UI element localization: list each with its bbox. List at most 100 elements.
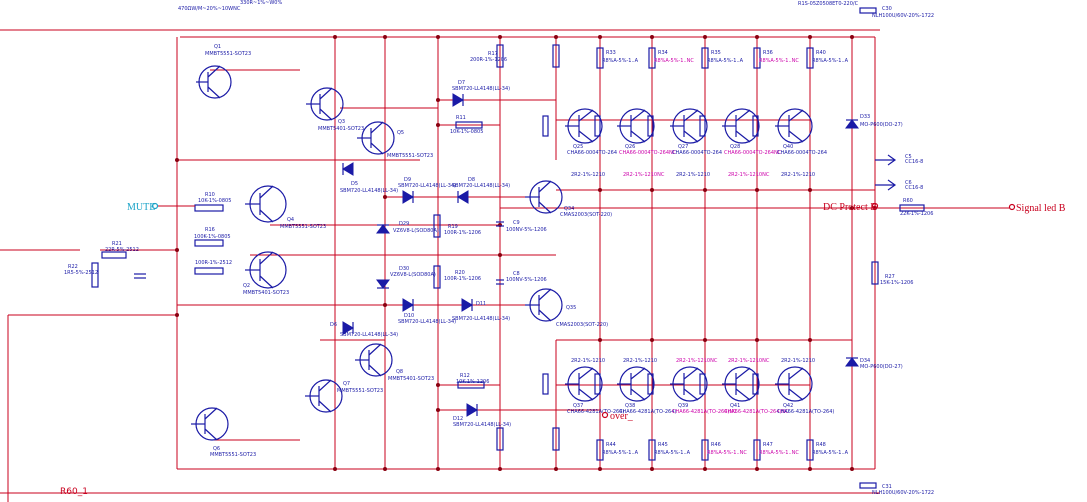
d7-ref: D7: [458, 80, 465, 86]
diode-d11: D11 SBM720-LL4148(LL-34): [452, 298, 510, 322]
d5-ref: D5: [351, 181, 358, 187]
d30-ref: D30: [399, 266, 409, 272]
output-resistor-val: R8%A-5%-1..A: [654, 450, 691, 456]
output-emitter-resistor: [753, 439, 761, 461]
output-transistor-collector: [788, 109, 804, 122]
d10-val: SBM720-LL4148(LL-34): [398, 319, 456, 325]
q7-ref: Q7: [343, 381, 350, 387]
output-resistor-val: R8%A-5%-1..A: [812, 450, 849, 456]
output-resistor-val: R8%A-5%-1..NC: [654, 58, 694, 64]
top-transistor-q28: Q28CHA66-0004TO-264NCR36R8%A-5%-1..NC2R2…: [699, 47, 799, 178]
diode-d33: D33 MO-P600(DO-27): [845, 114, 903, 129]
transistor-q34: Q34 CMAS2003(SOT-220): [525, 180, 612, 218]
diode-d10: D10 SBM720-LL4148(LL-34): [398, 298, 456, 325]
output-resistor-val: R8%A-5%-1..A: [812, 58, 849, 64]
r17-ref: R17: [488, 51, 498, 57]
top-mid-label: 330R~1%~W0%: [240, 0, 282, 6]
r17-val: 200R-1%-1206: [470, 57, 507, 63]
output-transistor-val: CHA66-4281A(TO-264): [619, 409, 676, 415]
bottom-transistor-q39: Q39CHA66-4281A(TO-264)NCR46R8%A-5%-1..NC…: [647, 358, 747, 461]
r16-val: 100K-1%-0805: [194, 234, 231, 240]
output-emitter-resistor: [648, 47, 656, 69]
r20-ref: R20: [455, 270, 465, 276]
output-gate-resistor: [542, 373, 549, 395]
diode-d9: D9 SBM720-LL4148(LL-34): [398, 177, 456, 204]
output-transistor-ref: Q41: [730, 403, 740, 409]
q7-val: MMBT5551-SOT23: [337, 388, 383, 394]
output-transistor-collector: [788, 367, 804, 380]
output-emitter-resistor: [701, 47, 709, 69]
output-transistor-emitter: [788, 388, 804, 401]
d29-ref: D29: [399, 221, 409, 227]
bottom-transistor-q41: Q41CHA66-4281A(TO-264)NCR47R8%A-5%-1..NC…: [699, 358, 799, 461]
output-transistor-emitter: [683, 130, 699, 143]
r12-ref: R12: [460, 373, 470, 379]
output-resistor-val: R8%A-5%-1..A: [602, 58, 639, 64]
output-transistor-collector: [630, 109, 646, 122]
c5-ref: C5: [905, 154, 912, 160]
output-transistor-emitter: [630, 130, 646, 143]
d30-val: VZ6V8-L(SOD80A): [390, 272, 436, 278]
output-emitter-resistor: [596, 47, 604, 69]
output-transistor-emitter: [735, 388, 751, 401]
r11-ref: R11: [456, 115, 466, 121]
output-transistor-emitter: [630, 388, 646, 401]
output-transistor-val: CHA66-0004TO-264NC: [619, 150, 677, 156]
r19-ref: R19: [448, 224, 458, 230]
output-transistor-ref: Q42: [783, 403, 793, 409]
output-transistor-emitter: [735, 130, 751, 143]
transistor-q1: Q1 MMBT5551-SOT23: [196, 44, 251, 99]
output-gate-val: 2R2-1%-1210: [781, 172, 815, 178]
junction-dots: [175, 35, 877, 471]
q4-val: MMBT5551-SOT23: [280, 224, 326, 230]
q1-ref: Q1: [214, 44, 221, 50]
output-transistor-val: CHA66-0004TO-264: [672, 150, 722, 156]
output-transistor-collector: [578, 367, 594, 380]
q5-ref: Q5: [397, 130, 404, 136]
output-gate-resistor: [594, 115, 601, 137]
d8-ref: D8: [468, 177, 475, 183]
output-resistor-val: R8%A-5%-1..NC: [707, 450, 747, 456]
d33-ref: D33: [860, 114, 870, 120]
transistor-q3: Q3 MMBT5401-SOT23: [306, 87, 364, 132]
output-resistor-ref: R47: [763, 442, 773, 448]
output-resistor-ref: R46: [711, 442, 721, 448]
output-transistor-ref: Q28: [730, 144, 740, 150]
top-transistor-q27: Q27CHA66-0004TO-264R35R8%A-5%-1..A2R2-1%…: [647, 47, 744, 178]
output-resistor-ref: R34: [658, 50, 668, 56]
q6-ref: Q6: [213, 446, 220, 452]
transistor-q5: Q5 MMBT5551-SOT23: [357, 121, 433, 159]
output-stage: Q25CHA66-0004TO-264R33R8%A-5%-1..A2R2-1%…: [542, 47, 849, 461]
net-over: over_: [610, 411, 634, 422]
r22-val: 1R5-5%-2512: [64, 270, 98, 276]
transistor-q2: Q2 MMBT5401-SOT23: [243, 251, 289, 296]
output-gate-resistor: [647, 115, 654, 137]
output-transistor-ref: Q39: [678, 403, 688, 409]
r60-ref: R60: [903, 198, 913, 204]
transistor-q4: Q4 MMBT5551-SOT23: [245, 185, 326, 230]
output-transistor-val: CHA66-4281A(TO-264): [567, 409, 624, 415]
c30-ref: C30: [882, 6, 892, 12]
top-transistor-q40: Q40CHA66-0004TO-264R40R8%A-5%-1..A2R2-1%…: [752, 47, 849, 178]
bottom-transistor-q37: Q37CHA66-4281A(TO-264)R44R8%A-5%-1..A2R2…: [542, 358, 639, 461]
r22-ref: R22: [68, 264, 78, 270]
q35-val: CMAS2003(SOT-220): [556, 322, 608, 328]
q8-ref: Q8: [396, 369, 403, 375]
q2-ref: Q2: [243, 283, 250, 289]
diode-d6: D6 SBM720-LL4148(LL-34): [330, 321, 398, 338]
top-transistor-q25: Q25CHA66-0004TO-264R33R8%A-5%-1..A2R2-1%…: [542, 47, 639, 178]
c6-val: CC16-8: [905, 185, 923, 191]
d7-val: SBM720-LL4148(LL-34): [452, 86, 510, 92]
q8-val: MMBT5401-SOT23: [388, 376, 434, 382]
c9-ref: C9: [513, 220, 520, 226]
output-gate-resistor: [542, 115, 549, 137]
d6-val: SBM720-LL4148(LL-34): [340, 332, 398, 338]
r19-val: 100R-1%-1206: [444, 230, 481, 236]
r21-ref: R21: [112, 241, 122, 247]
output-gate-resistor: [594, 373, 601, 395]
r12-val: 10K-1%-1206: [456, 379, 489, 385]
net-signal-led: Signal led B: [1016, 203, 1066, 214]
net-labels: MUTE DC Protect B Signal led B over_ R60…: [60, 202, 1066, 497]
